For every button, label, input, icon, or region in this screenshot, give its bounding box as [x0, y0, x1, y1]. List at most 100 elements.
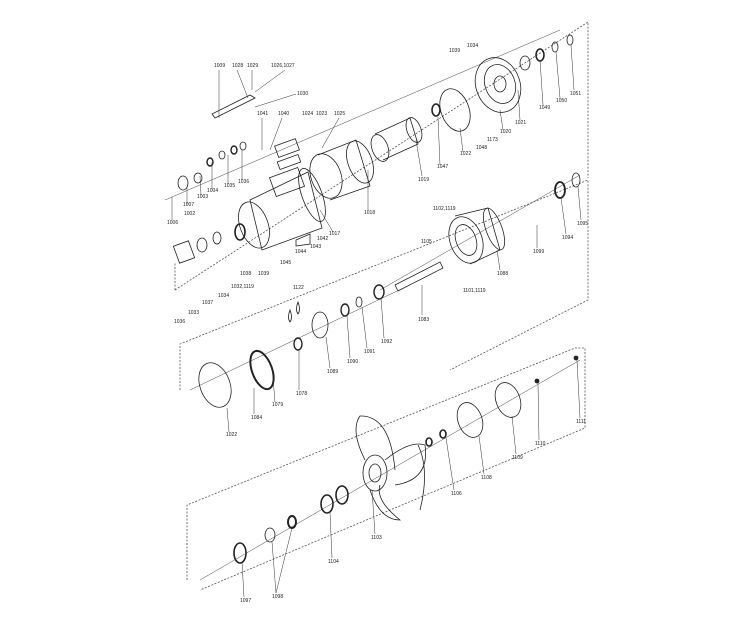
- part-label-1036: 1036: [174, 319, 186, 325]
- o-ring-1108: [456, 402, 484, 438]
- propeller-1103: [355, 415, 427, 521]
- part-label-1106: 1106: [451, 491, 462, 497]
- part-label-1097: 1097: [240, 598, 252, 604]
- part-label-1007: 1007: [183, 202, 195, 208]
- part-label-1033: 1033: [188, 310, 200, 316]
- part-label-1009: 1009: [214, 63, 226, 69]
- part-label-1044: 1044: [295, 249, 307, 255]
- nameplate-1042: [295, 233, 311, 247]
- part-label-1051: 1051: [570, 91, 582, 97]
- o-ring-1022b: [198, 362, 232, 408]
- part-label-1003: 1003: [197, 194, 209, 200]
- gearbox-housing-1088: [448, 207, 506, 265]
- part-label-1023: 1023: [316, 111, 328, 117]
- part-label-1002: 1002: [184, 211, 196, 217]
- ring-1007: [193, 172, 203, 184]
- part-label-1006: 1006: [167, 220, 179, 226]
- part-label-1043: 1043: [310, 244, 322, 250]
- part-label-1035: 1035: [224, 183, 236, 189]
- part-label-1030: 1030: [297, 91, 309, 97]
- part-label-1091: 1091: [364, 349, 376, 355]
- part-label-1089: 1089: [327, 369, 339, 375]
- cover-plate-1024: [274, 138, 300, 158]
- part-label-1037: 1037: [202, 300, 214, 306]
- part-label-1092: 1092: [381, 339, 393, 345]
- seal-1049: [519, 55, 531, 71]
- part-label-1026-1027: 1026,1027: [271, 63, 295, 69]
- sun-gear-1078: [293, 337, 303, 351]
- stator: [309, 139, 374, 201]
- part-label-1094: 1094: [562, 235, 574, 241]
- end-cover: [474, 57, 522, 113]
- part-label-1101-1119: 1101,1119: [463, 288, 486, 294]
- o-ring-1022: [439, 88, 471, 132]
- ring-1095: [571, 172, 581, 188]
- part-label-1045: 1045: [280, 260, 292, 266]
- part-label-1111: 1111: [576, 419, 587, 425]
- panel-frame-bottom: [186, 347, 586, 591]
- bearing-1092: [373, 284, 385, 300]
- ring-gear-1079: [249, 349, 275, 391]
- ring-1050: [551, 41, 559, 53]
- part-label-1108: 1108: [481, 475, 492, 481]
- part-label-1042: 1042: [317, 236, 329, 242]
- shaft-1083: [394, 261, 444, 292]
- part-label-1122: 1122: [293, 285, 304, 291]
- part-label-1109: 1109: [512, 455, 523, 461]
- part-label-1099: 1099: [533, 249, 545, 255]
- bolt-1111: [573, 355, 579, 361]
- part-label-1079: 1079: [272, 402, 284, 408]
- part-label-1017: 1017: [329, 231, 341, 237]
- part-label-1029: 1029: [247, 63, 259, 69]
- part-label-1039: 1039: [258, 271, 270, 277]
- part-label-1078: 1078: [296, 391, 308, 397]
- part-label-1028: 1028: [232, 63, 244, 69]
- part-label-1098: 1098: [272, 594, 284, 600]
- part-label-1038: 1038: [240, 271, 252, 277]
- part-label-1103: 1103: [371, 535, 382, 541]
- bearing-1090: [340, 303, 350, 317]
- nut-1106: [425, 437, 433, 447]
- rotor: [370, 117, 423, 162]
- planet-carrier-1089: [311, 311, 329, 339]
- part-label-1090: 1090: [347, 359, 359, 365]
- bearing-1098: [287, 515, 297, 529]
- gasket-1023: [276, 153, 302, 171]
- ring-1051: [566, 34, 574, 46]
- part-label-1095: 1095: [577, 221, 589, 227]
- part-label-1004: 1004: [207, 188, 219, 194]
- seal-1094: [554, 181, 566, 199]
- screw-1110: [534, 378, 540, 384]
- part-label-1088: 1088: [497, 271, 509, 277]
- part-label-1047: 1047: [437, 164, 449, 170]
- part-label-1039: 1039: [449, 48, 461, 54]
- oil-drop-1122: [288, 308, 292, 323]
- ring-1037: [196, 237, 208, 253]
- seal-1097: [233, 542, 247, 564]
- flange-1035: [172, 240, 196, 264]
- part-label-1032-1119: 1032,1119: [231, 284, 254, 290]
- part-label-1102-1119: 1102,1119: [433, 206, 456, 212]
- part-label-1034: 1034: [467, 43, 479, 49]
- part-label-1048: 1048: [476, 145, 488, 151]
- part-label-1019: 1019: [418, 177, 430, 183]
- cable-gland-1002: [177, 175, 189, 191]
- part-label-1105: 1105: [421, 239, 432, 245]
- part-label-1020: 1020: [500, 129, 512, 135]
- part-label-1104: 1104: [328, 559, 339, 565]
- part-label-1110: 1110: [535, 441, 546, 447]
- ring-1034: [212, 231, 222, 245]
- part-label-1050: 1050: [556, 98, 568, 104]
- ring-1098: [264, 527, 276, 543]
- part-label-1025: 1025: [334, 111, 346, 117]
- part-label-1036: 1036: [238, 179, 250, 185]
- ring-1091: [355, 296, 363, 308]
- part-label-1040: 1040: [278, 111, 290, 117]
- part-label-1024: 1024: [302, 111, 314, 117]
- cap-1109: [494, 382, 522, 418]
- motor-housing: [238, 166, 326, 251]
- part-label-1049: 1049: [539, 105, 551, 111]
- handle-1009: [211, 94, 256, 119]
